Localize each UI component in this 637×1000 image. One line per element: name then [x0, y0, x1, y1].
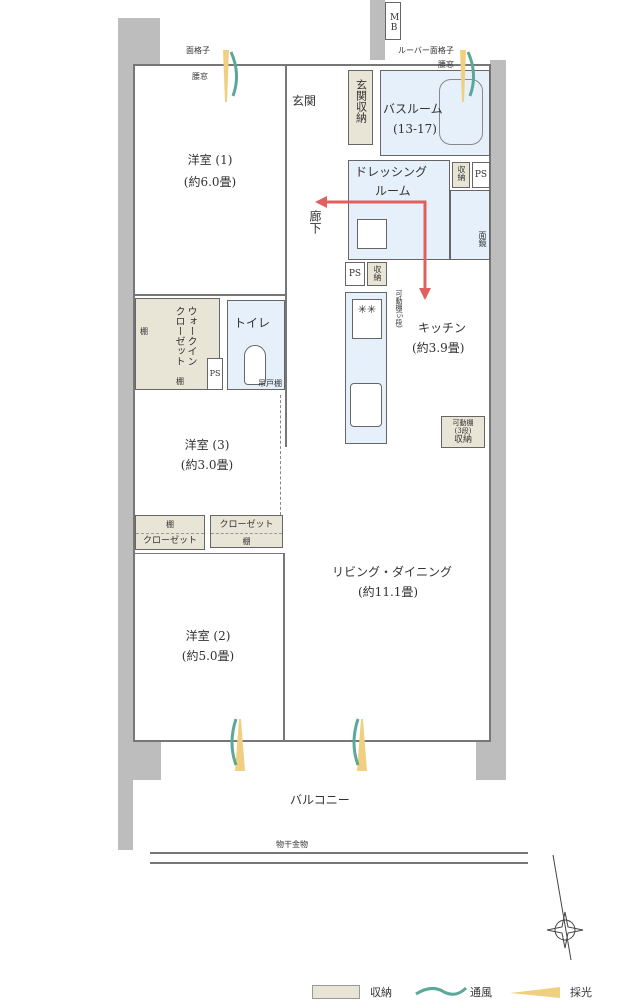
airflow-arrow: [315, 196, 431, 300]
legend-label: 通風: [470, 986, 492, 999]
room-size: (約11.1畳): [358, 585, 419, 599]
room-name: トイレ: [234, 316, 271, 330]
ventilation-light-icon: [223, 50, 238, 102]
western-room-2: 洋室 (2) (約5.0畳): [133, 553, 285, 741]
washbasin-label: 面鏡: [478, 231, 487, 247]
ps-label: PS: [345, 262, 365, 286]
room-size: (約3.0畳): [180, 458, 234, 472]
kitchen-counter: ✳✳: [345, 292, 387, 444]
washbasin: 面鏡: [450, 190, 490, 260]
ps-label: PS: [207, 358, 223, 390]
hallway-label: 廊下: [308, 210, 322, 234]
entrance-label: 玄関: [292, 94, 317, 108]
storage-label: 収納: [373, 265, 382, 281]
wall: [490, 60, 506, 760]
storage-label: 収納: [457, 165, 466, 181]
grille-label: 面格子: [186, 46, 210, 55]
wall: [118, 60, 133, 850]
wall: [370, 0, 385, 60]
legend-light-icon: [510, 987, 560, 998]
wall: [133, 740, 161, 780]
wall-line: [285, 292, 287, 447]
washing-machine-icon: [357, 219, 387, 249]
closet[interactable]: 棚 クローゼット: [135, 515, 205, 550]
ventilation-light-icon: [230, 718, 245, 771]
stove-icon: ✳✳: [352, 299, 382, 339]
wall: [476, 740, 506, 780]
legend-ventilation-icon: [415, 986, 468, 996]
storage-label: 収納: [453, 435, 472, 445]
balcony-rail: [150, 852, 528, 864]
shelf-label: 棚: [166, 520, 174, 529]
room-name: 洋室 (3): [184, 438, 230, 452]
ps-label: PS: [472, 162, 490, 188]
wall: [118, 18, 160, 66]
room-name: リビング・ダイニング: [332, 565, 453, 579]
sink-icon: [350, 383, 382, 427]
bathtub-icon: [439, 79, 483, 145]
dressing-room: ドレッシング ルーム: [348, 160, 450, 260]
compass-icon: [546, 854, 584, 960]
toilet: トイレ 吊戸棚: [227, 300, 285, 390]
room-name: ドレッシング: [355, 165, 428, 179]
laundry-hardware-label: 物干金物: [276, 840, 308, 849]
pantry-storage[interactable]: 可動棚 (3段) 収納: [441, 416, 485, 448]
room-size: (13-17): [393, 122, 437, 136]
mb-label: MB: [390, 13, 400, 33]
balcony-label: バルコニー: [290, 793, 350, 807]
room-name: ルーム: [375, 184, 411, 198]
room-name: ウォークインクローゼット: [173, 306, 196, 366]
storage[interactable]: 収納: [452, 162, 470, 188]
ventilation-light-icon: [352, 718, 367, 771]
bathroom: バスルーム (13-17): [380, 70, 490, 156]
closet[interactable]: クローゼット 棚: [210, 515, 283, 548]
shelf-label: 可動棚(5段): [395, 290, 403, 328]
entrance-storage[interactable]: 玄関収納: [348, 70, 373, 145]
room-name: 洋室 (1): [187, 153, 233, 167]
western-room-3: 洋室 (3) (約3.0畳): [133, 395, 281, 515]
meter-box: MB: [385, 2, 401, 40]
room-name: バスルーム: [383, 102, 443, 116]
shelf-label: 棚: [140, 327, 148, 336]
shelf-label: 棚: [211, 533, 282, 547]
legend-label: 採光: [570, 986, 592, 999]
entrance-storage-label: 玄関収納: [354, 79, 368, 123]
room-size: (約5.0畳): [181, 649, 235, 663]
window-label: 腰窓: [438, 60, 454, 69]
closet-label: クローゼット: [219, 520, 274, 530]
western-room-1: 洋室 (1) (約6.0畳): [133, 64, 287, 296]
shelf-label: 可動棚: [452, 419, 474, 427]
shelf-label: 棚: [176, 377, 184, 386]
grille-label: ルーバー面格子: [398, 46, 454, 55]
ventilation-light-icon: [460, 50, 475, 102]
room-name: 洋室 (2): [185, 629, 231, 643]
closet-label: クローゼット: [136, 533, 204, 546]
storage[interactable]: 収納: [367, 262, 387, 286]
room-name: キッチン: [418, 321, 467, 335]
legend-storage-swatch: [312, 985, 360, 999]
room-size: (約6.0畳): [183, 175, 237, 189]
window-label: 腰窓: [192, 72, 208, 81]
room-size: (約3.9畳): [412, 341, 465, 355]
toilet-icon: [244, 345, 266, 385]
walk-in-closet[interactable]: 棚 ウォークインクローゼット 棚: [135, 298, 220, 390]
legend-label: 収納: [370, 986, 392, 999]
shelf-label: 吊戸棚: [258, 379, 282, 388]
shelf-label: (3段): [454, 427, 472, 435]
